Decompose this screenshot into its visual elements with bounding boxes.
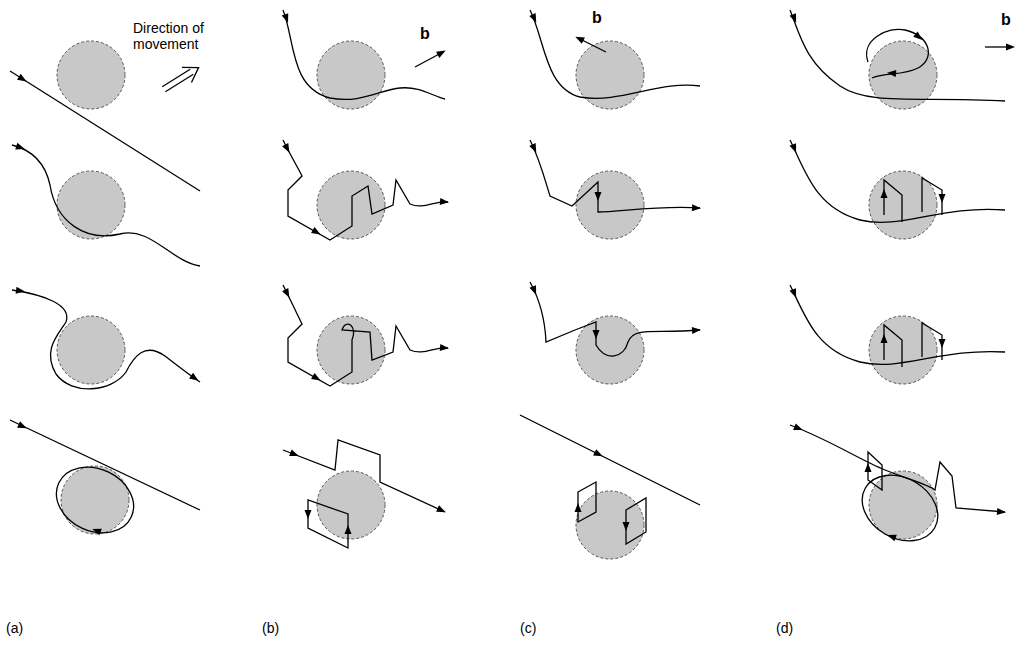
annotation-label: Direction of movement xyxy=(133,20,219,52)
line-sense-arrow xyxy=(575,503,582,512)
line-sense-arrow xyxy=(282,13,292,24)
cross-slip-segment xyxy=(922,178,942,215)
line-sense-arrow xyxy=(790,288,800,299)
dislocation-line xyxy=(12,290,200,389)
burgers-vector-label: b xyxy=(1001,12,1011,28)
line-sense-arrow xyxy=(881,189,888,198)
line-sense-arrow xyxy=(790,13,800,24)
line-sense-arrow xyxy=(436,505,447,515)
burgers-vector-label: b xyxy=(592,10,602,26)
burgers-vector-arrowhead xyxy=(1006,44,1015,51)
line-sense-arrow xyxy=(881,334,888,343)
dislocation-line xyxy=(283,285,448,386)
line-sense-arrow xyxy=(530,285,540,296)
line-sense-arrow xyxy=(529,13,539,24)
particle xyxy=(576,491,644,559)
line-sense-arrow xyxy=(17,74,28,85)
prismatic-loop xyxy=(626,498,646,544)
dislocation-line xyxy=(790,425,1005,512)
line-sense-arrow xyxy=(913,31,924,42)
movement-arrow-head xyxy=(182,60,203,83)
movement-arrow-shaft xyxy=(162,69,190,86)
particle xyxy=(869,471,937,539)
dislocation-line xyxy=(790,140,1005,222)
dislocation-line xyxy=(520,415,700,505)
cross-slip-segment xyxy=(884,180,902,222)
dislocation-line xyxy=(530,282,700,356)
dislocation-line xyxy=(10,71,200,191)
panel-label: (d) xyxy=(776,620,793,636)
line-sense-arrow xyxy=(345,525,352,534)
line-sense-arrow xyxy=(865,463,872,472)
line-sense-arrow xyxy=(440,344,450,352)
line-sense-arrow xyxy=(91,526,102,536)
line-sense-arrow xyxy=(282,143,292,154)
cross-slip-segment xyxy=(922,323,942,360)
line-sense-arrow xyxy=(289,450,300,460)
burgers-vector-arrowhead xyxy=(436,48,447,58)
line-sense-arrow xyxy=(440,198,450,206)
line-sense-arrow xyxy=(939,339,946,348)
line-sense-arrow xyxy=(529,143,539,154)
line-sense-arrow xyxy=(692,326,701,334)
line-sense-arrow xyxy=(793,424,804,434)
movement-arrow xyxy=(159,60,203,97)
line-sense-arrow xyxy=(16,287,26,295)
particle xyxy=(317,171,385,239)
particle xyxy=(57,316,125,384)
prismatic-loop xyxy=(578,482,596,522)
dislocation-line xyxy=(790,285,1005,364)
line-sense-arrow xyxy=(887,69,897,77)
particle xyxy=(576,41,644,109)
line-sense-arrow xyxy=(790,143,800,154)
dislocation-line xyxy=(283,10,445,99)
line-sense-arrow xyxy=(311,227,322,238)
particle xyxy=(576,171,644,239)
line-sense-arrow xyxy=(623,522,630,531)
particles xyxy=(57,41,937,559)
dislocation-line xyxy=(283,440,445,512)
line-sense-arrow xyxy=(282,288,292,299)
line-sense-arrow xyxy=(593,449,604,459)
orowan-loop xyxy=(46,455,145,545)
line-sense-arrow xyxy=(17,421,28,431)
particle xyxy=(57,41,125,109)
dislocation-line xyxy=(790,10,1005,101)
dislocation-line xyxy=(530,140,700,212)
movement-arrow-shaft xyxy=(165,74,193,91)
dislocation-line xyxy=(530,10,700,98)
column-d-dislocations xyxy=(790,10,1015,554)
column-b-dislocations xyxy=(282,10,450,548)
particle xyxy=(57,171,125,239)
particle xyxy=(61,466,129,534)
prismatic-loop xyxy=(850,462,949,554)
line-sense-arrow xyxy=(595,192,602,201)
line-sense-arrow xyxy=(15,143,26,152)
column-c-dislocations xyxy=(520,10,701,544)
line-sense-arrow xyxy=(692,204,701,211)
burgers-vector-label: b xyxy=(420,26,430,42)
column-a-dislocations xyxy=(10,60,203,545)
cross-slip-segment xyxy=(884,325,902,367)
prismatic-loop xyxy=(308,500,348,548)
line-sense-arrow xyxy=(939,194,946,203)
panel-label: (a) xyxy=(6,620,23,636)
line-sense-arrow xyxy=(189,373,200,384)
panel-label: (c) xyxy=(520,620,536,636)
panel-label: (b) xyxy=(262,620,279,636)
line-sense-arrow xyxy=(311,373,322,384)
line-sense-arrow xyxy=(305,510,312,519)
line-sense-arrow xyxy=(886,532,897,542)
dislocation-line xyxy=(10,420,200,510)
burgers-vector-arrowhead xyxy=(574,34,585,44)
cross-slip-loop xyxy=(867,29,929,78)
line-sense-arrow xyxy=(593,330,600,339)
particle xyxy=(317,471,385,539)
dislocation-line xyxy=(283,140,448,240)
line-sense-arrow xyxy=(997,508,1007,516)
dislocation-line xyxy=(12,145,200,266)
